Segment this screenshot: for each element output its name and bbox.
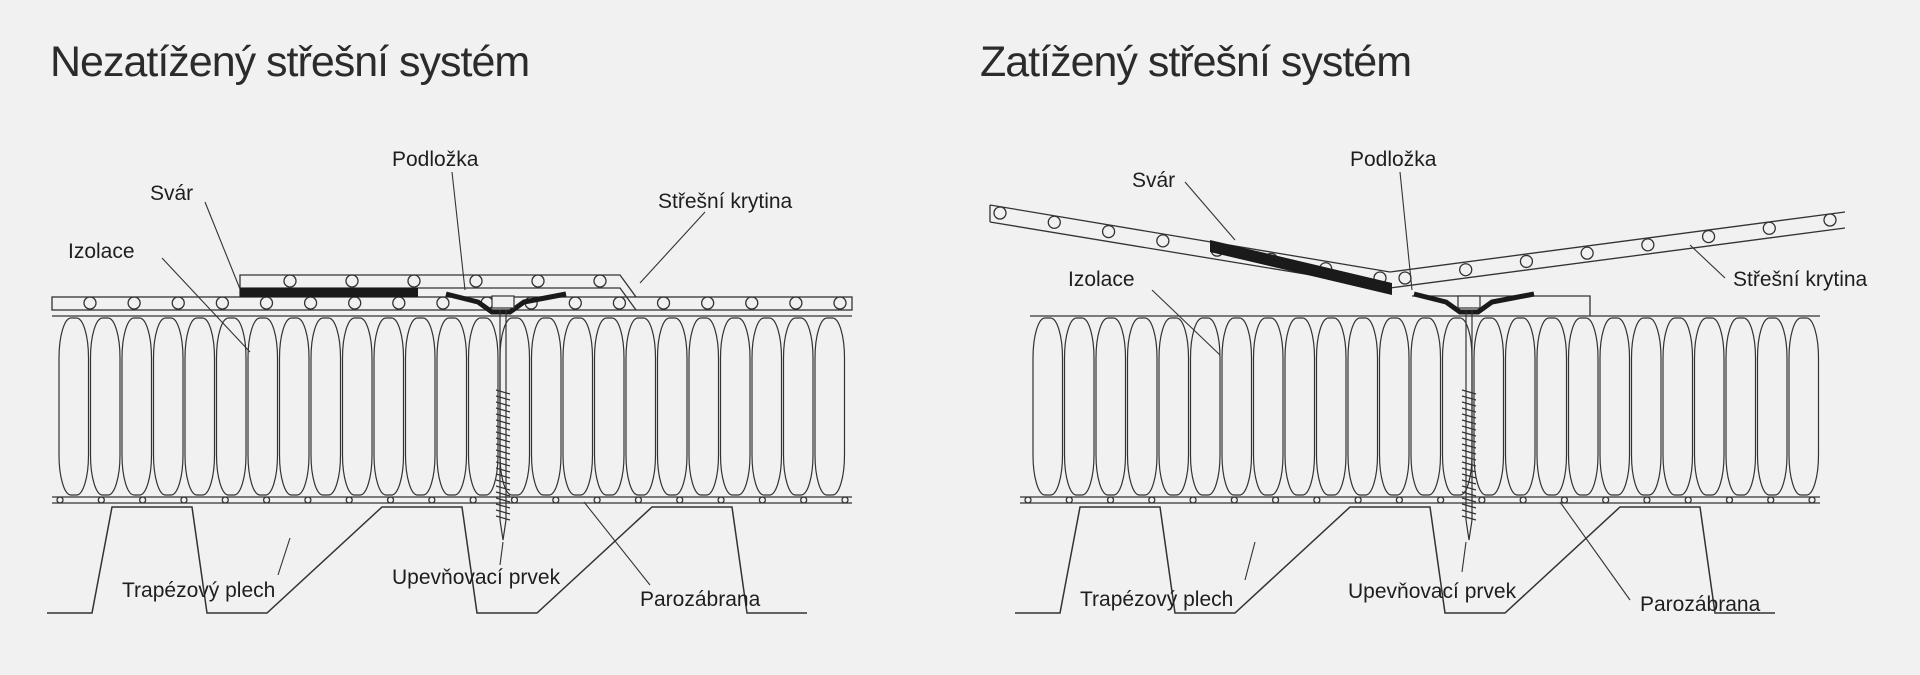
label-roofing-left: Střešní krytina bbox=[658, 190, 793, 213]
label-deck-right: Trapézový plech bbox=[1080, 588, 1233, 611]
label-fastener-right: Upevňovací prvek bbox=[1348, 580, 1517, 603]
label-insulation-left: Izolace bbox=[68, 240, 135, 263]
insulation-right bbox=[1030, 315, 1820, 496]
trapezoidal-deck-right bbox=[1015, 506, 1775, 614]
roofing-membrane-right bbox=[989, 204, 1846, 316]
label-vapor-right: Parozábrana bbox=[1640, 593, 1761, 616]
labels-left: Svár Podložka Střešní krytina Izolace Tr… bbox=[68, 148, 793, 611]
insulation-left bbox=[52, 315, 852, 496]
labels-right: Svár Podložka Střešní krytina Izolace Tr… bbox=[1068, 148, 1868, 616]
label-insulation-right: Izolace bbox=[1068, 268, 1135, 291]
fastener-right bbox=[1457, 295, 1481, 541]
label-weld-right: Svár bbox=[1132, 169, 1175, 192]
label-deck-left: Trapézový plech bbox=[122, 579, 275, 602]
leader-lines-left bbox=[161, 171, 706, 586]
vapor-barrier-left bbox=[52, 496, 852, 504]
washer-right bbox=[1413, 291, 1535, 315]
washer-left bbox=[445, 291, 567, 315]
label-vapor-left: Parozábrana bbox=[640, 588, 761, 611]
label-weld-left: Svár bbox=[150, 182, 193, 205]
weld-left bbox=[240, 288, 418, 297]
label-fastener-left: Upevňovací prvek bbox=[392, 566, 561, 589]
vapor-barrier-right bbox=[1020, 496, 1820, 504]
label-roofing-right: Střešní krytina bbox=[1733, 268, 1868, 291]
title-unloaded: Nezatížený střešní systém bbox=[50, 38, 530, 86]
trapezoidal-deck-left bbox=[47, 506, 807, 614]
weld-right bbox=[1210, 240, 1392, 295]
leader-lines-right bbox=[1151, 171, 1726, 601]
label-washer-right: Podložka bbox=[1350, 148, 1437, 171]
fastener-left bbox=[491, 295, 515, 541]
title-loaded: Zatížený střešní systém bbox=[980, 38, 1412, 86]
label-washer-left: Podložka bbox=[392, 148, 479, 171]
